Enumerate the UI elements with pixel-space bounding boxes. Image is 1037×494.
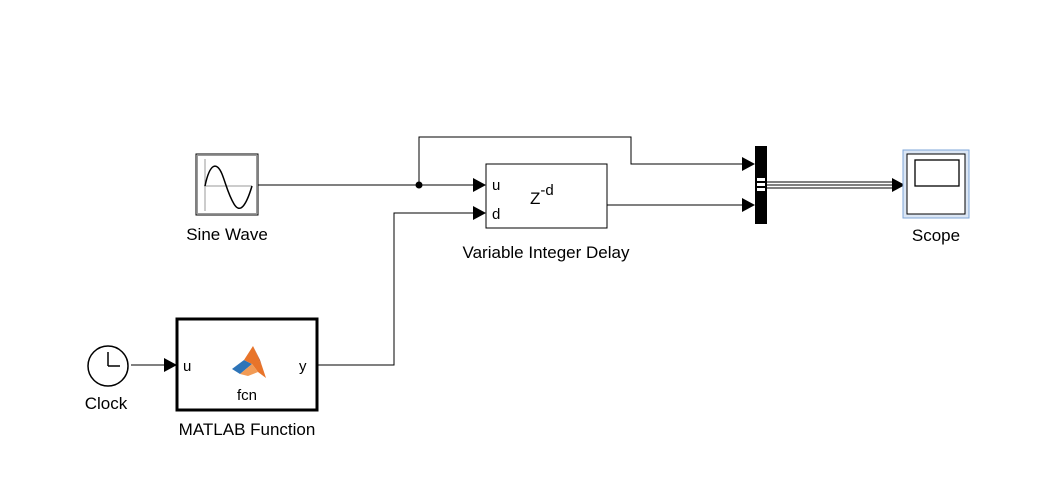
bus-line-mux-to-scope[interactable] — [767, 181, 893, 189]
scope-screen-icon — [914, 159, 960, 187]
arrowhead-delay-d — [473, 206, 486, 220]
sine-wave-block[interactable] — [195, 153, 259, 216]
delay-port-u-label: u — [492, 177, 500, 194]
branch-point[interactable] — [415, 181, 423, 189]
delay-transfer-base: Z — [530, 189, 540, 208]
delay-transfer-exponent: -d — [540, 182, 553, 199]
arrowhead-mux-in2 — [742, 198, 755, 212]
signal-line-branch-to-mux-in1[interactable] — [418, 136, 742, 185]
scope-block[interactable] — [902, 149, 970, 219]
clock-label: Clock — [85, 394, 128, 413]
sine-wave-icon — [204, 159, 253, 211]
arrowhead-fcn-u — [164, 358, 177, 372]
variable-integer-delay-label: Variable Integer Delay — [463, 243, 630, 262]
fcn-port-u-label: u — [183, 358, 191, 375]
arrowhead-delay-u — [473, 178, 486, 192]
arrowhead-scope-in — [892, 178, 905, 192]
delay-transfer-function: Z-d — [530, 182, 554, 208]
mux-block[interactable] — [755, 146, 767, 224]
scope-label: Scope — [912, 226, 960, 245]
matlab-function-block[interactable]: u y fcn — [175, 317, 319, 412]
variable-integer-delay-block[interactable]: u d Z-d — [485, 163, 608, 229]
signal-line-fcn-to-delay-d[interactable] — [317, 212, 473, 366]
delay-port-d-label: d — [492, 206, 500, 223]
arrowhead-mux-in1 — [742, 157, 755, 171]
matlab-function-label: MATLAB Function — [179, 420, 316, 439]
matlab-logo-icon — [232, 346, 266, 378]
fcn-port-y-label: y — [299, 358, 307, 375]
fcn-function-name: fcn — [237, 387, 257, 404]
sine-wave-label: Sine Wave — [186, 225, 268, 244]
clock-block[interactable] — [87, 345, 129, 387]
